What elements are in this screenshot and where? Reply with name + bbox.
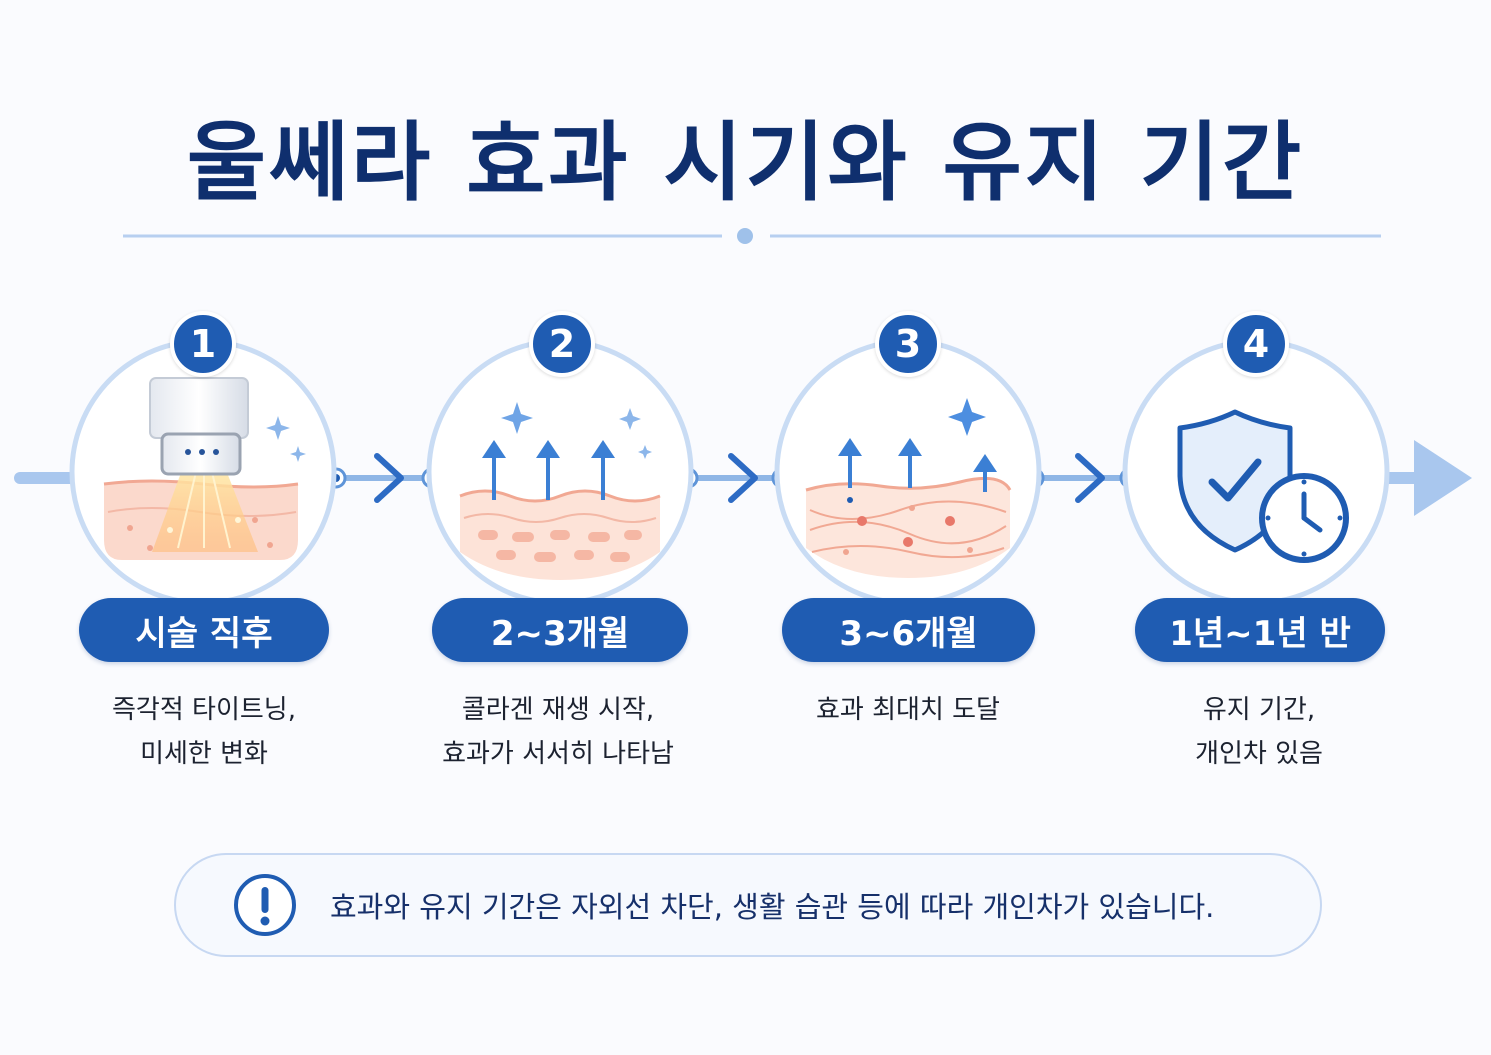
notice-text: 효과와 유지 기간은 자외선 차단, 생활 습관 등에 따라 개인차가 있습니다… bbox=[330, 890, 1215, 924]
step-3-illustration bbox=[774, 338, 1042, 600]
connector-3-4 bbox=[1023, 453, 1141, 503]
step-1-period: 시술 직후 bbox=[79, 598, 329, 662]
step-1-description-line: 미세한 변화 bbox=[140, 739, 268, 769]
step-2-description-line: 콜라겐 재생 시작, bbox=[461, 695, 655, 725]
exclamation-circle-icon bbox=[234, 874, 296, 936]
step-2-period: 2~3개월 bbox=[432, 598, 688, 662]
step-3-description: 효과 최대치 도달 bbox=[748, 688, 1068, 732]
page-title: 울쎄라 효과 시기와 유지 기간 bbox=[186, 113, 1305, 213]
step-4-description: 유지 기간, 개인차 있음 bbox=[1099, 688, 1419, 776]
step-3-period: 3~6개월 bbox=[782, 598, 1035, 662]
connector-1-2 bbox=[325, 453, 443, 503]
step-2-illustration bbox=[426, 338, 694, 600]
step-1-number-badge: 1 bbox=[170, 311, 236, 377]
step-2-number-badge: 2 bbox=[529, 311, 595, 377]
step-2-description: 콜라겐 재생 시작, 효과가 서서히 나타남 bbox=[398, 688, 718, 776]
step-4-illustration bbox=[1122, 338, 1390, 600]
step-3-number-badge: 3 bbox=[875, 311, 941, 377]
step-1-description: 즉각적 타이트닝, 미세한 변화 bbox=[44, 688, 364, 776]
step-1-illustration bbox=[69, 338, 337, 600]
notice-box: 효과와 유지 기간은 자외선 차단, 생활 습관 등에 따라 개인차가 있습니다… bbox=[174, 853, 1322, 957]
step-4-period: 1년~1년 반 bbox=[1135, 598, 1385, 662]
step-1-description-line: 즉각적 타이트닝, bbox=[112, 695, 296, 725]
timeline-diagram bbox=[14, 338, 1472, 600]
step-4-number-badge: 4 bbox=[1223, 311, 1289, 377]
step-4-description-line: 유지 기간, bbox=[1202, 695, 1316, 725]
step-2-description-line: 효과가 서서히 나타남 bbox=[442, 739, 674, 769]
step-3-description-line: 효과 최대치 도달 bbox=[816, 695, 1000, 725]
connector-2-3 bbox=[677, 453, 793, 503]
step-4-description-line: 개인차 있음 bbox=[1195, 739, 1323, 769]
timeline-end-arrow bbox=[1382, 440, 1472, 516]
